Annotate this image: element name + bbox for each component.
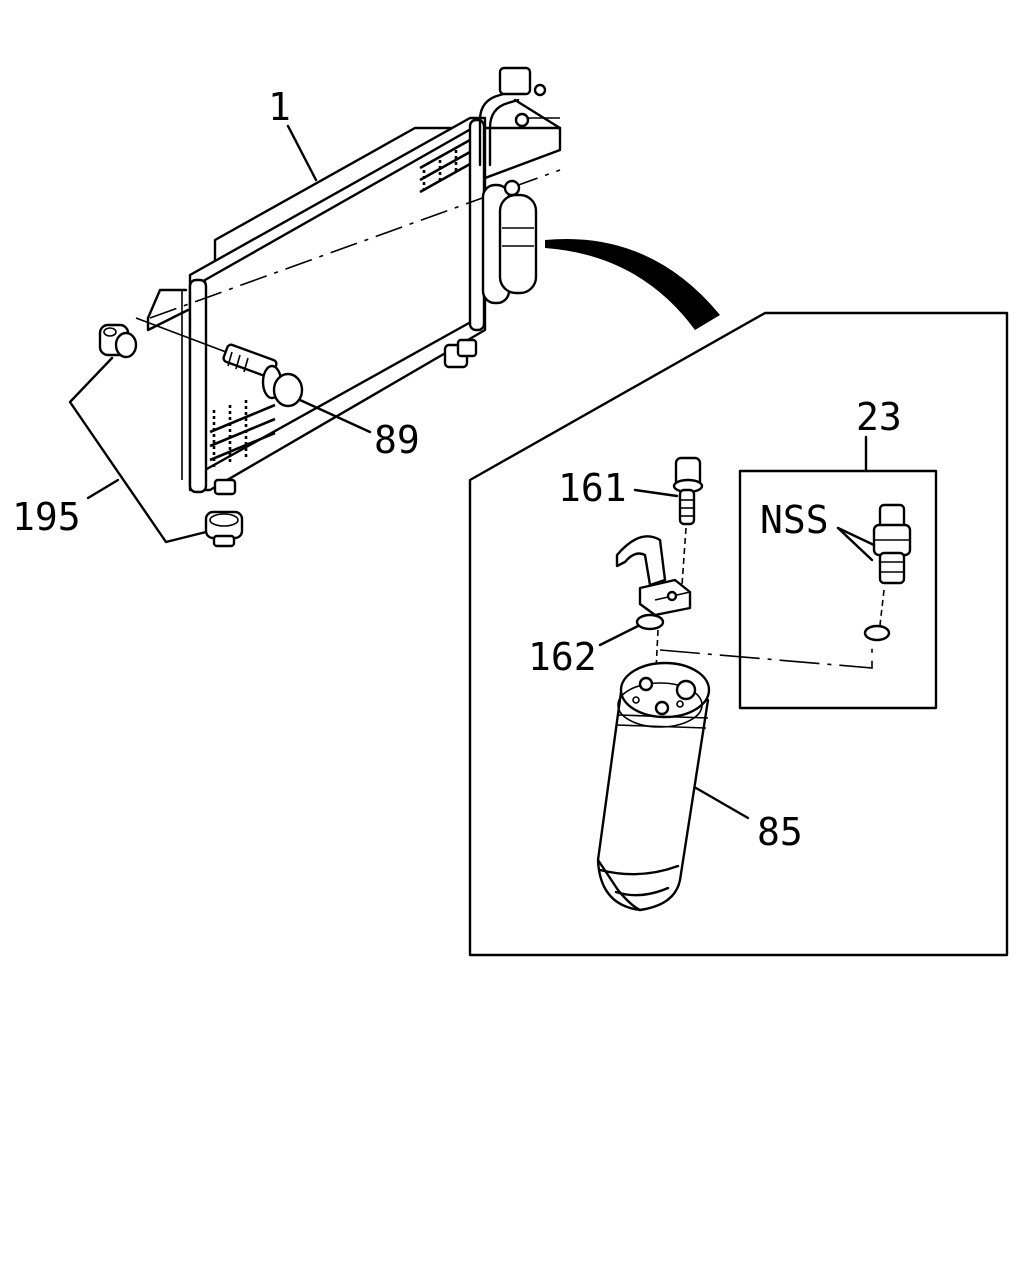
fin-hatching-upper — [419, 138, 471, 194]
callout-161: 161 — [558, 466, 627, 510]
nss-sub-box — [738, 469, 938, 710]
callout-1: 1 — [268, 85, 291, 129]
oring-162 — [635, 613, 665, 631]
callout-85: 85 — [757, 810, 803, 854]
callout-162: 162 — [528, 635, 597, 679]
bolt-89 — [222, 343, 304, 408]
bushing-upper — [98, 323, 138, 359]
bolt-161 — [672, 456, 704, 526]
detail-panel-border — [468, 311, 1009, 957]
callout-23: 23 — [856, 395, 902, 439]
bushing-lower — [204, 510, 244, 548]
callout-89: 89 — [374, 418, 420, 462]
receiver-drier-85 — [596, 661, 711, 912]
pressure-switch — [872, 503, 912, 585]
callout-195: 195 — [12, 495, 81, 539]
leader-195 — [68, 356, 208, 544]
oring-nss — [863, 624, 891, 642]
callout-nss: NSS — [760, 498, 829, 542]
pipe-fitting — [615, 535, 692, 617]
condenser-pipes — [478, 66, 562, 167]
condenser-assembly — [146, 66, 562, 496]
fin-hatching-lower — [209, 400, 276, 470]
mounted-receiver-drier — [481, 179, 538, 305]
detail-arrow — [545, 238, 720, 330]
